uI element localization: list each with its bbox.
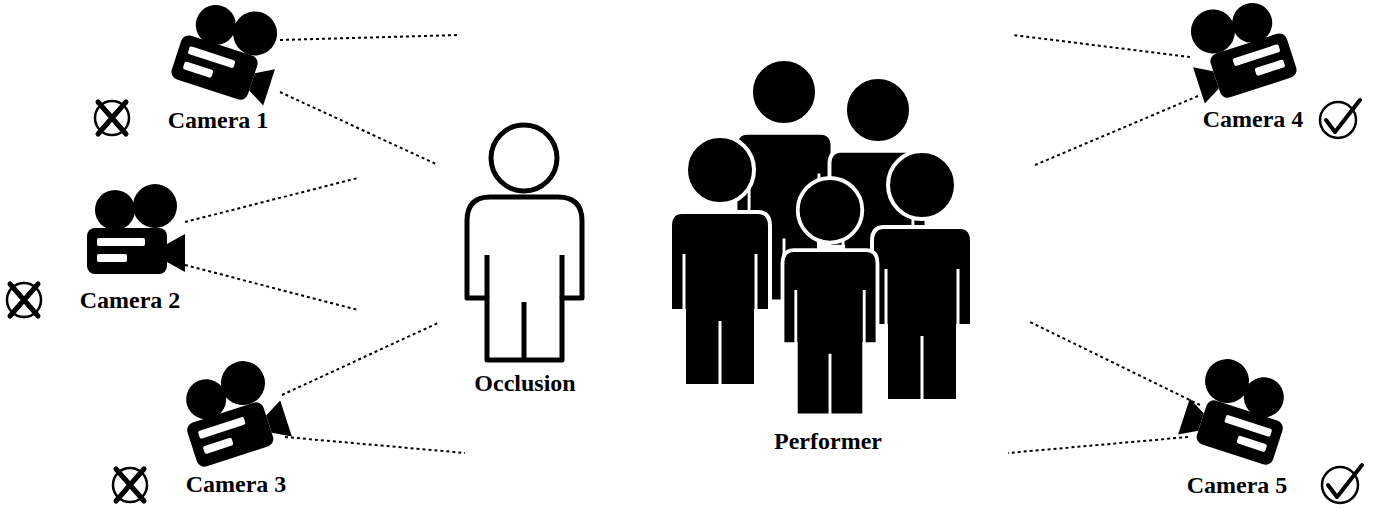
camera-label: Camera 1: [168, 107, 269, 133]
check-mark: [1320, 100, 1360, 138]
cross-mark: [7, 283, 41, 317]
camera-icon: [169, 0, 290, 107]
camera-label: Camera 3: [186, 471, 287, 497]
occluder-figure: [467, 125, 582, 360]
camera-label: Camera 5: [1187, 472, 1288, 498]
camera-label: Camera 4: [1203, 106, 1304, 132]
camera-icon: [1177, 351, 1298, 467]
performer-group: [670, 59, 972, 416]
cross-mark: [95, 101, 129, 135]
camera-icon: [1178, 0, 1299, 105]
camera-icon: [87, 184, 185, 274]
camera-label: Camera 2: [80, 287, 181, 313]
check-mark: [1322, 465, 1362, 503]
view-lines: [185, 35, 1200, 453]
cross-mark: [113, 468, 147, 502]
camera-icon: [172, 353, 293, 469]
performer-label: Performer: [774, 428, 882, 454]
occlusion-label: Occlusion: [474, 370, 575, 396]
